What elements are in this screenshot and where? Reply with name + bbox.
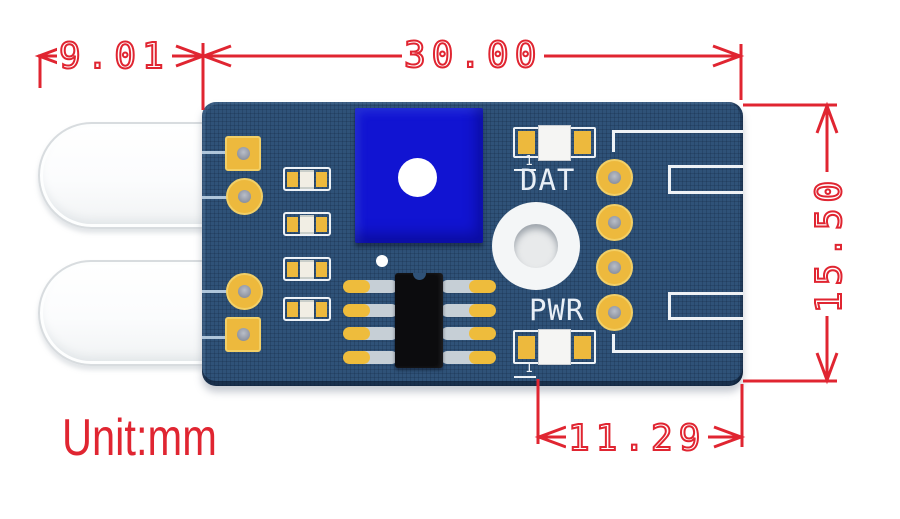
- resistor-pad: [316, 171, 327, 187]
- led-body: [538, 329, 571, 365]
- dim-probe-width-label: 9.01: [57, 36, 172, 77]
- silkscreen-bracket-bottom: [612, 334, 743, 353]
- trace-4: [202, 336, 229, 339]
- pad-hole: [608, 306, 621, 319]
- trace-1: [202, 151, 229, 154]
- ic-pin-pad: [343, 351, 370, 364]
- ic-pin-right-2: [441, 304, 496, 317]
- pad-hole: [608, 261, 621, 274]
- led-pad-right: [574, 335, 591, 359]
- ic-pin-left-2: [343, 304, 398, 317]
- header-pad-4: [596, 294, 633, 331]
- mounting-hole: [492, 202, 580, 290]
- ic-pin-pad: [469, 304, 496, 317]
- resistor-pad: [287, 301, 298, 317]
- ic-pin-left-3: [343, 327, 398, 340]
- smd-resistor-2: [283, 212, 331, 236]
- smd-resistor-3: [283, 257, 331, 281]
- probe-pad-round-2: [226, 273, 263, 310]
- ic-pin-pad: [343, 327, 370, 340]
- dim-pad-span-label: 11.29: [566, 418, 709, 459]
- ic-pin1-notch: [412, 273, 426, 280]
- ic-chip: [395, 273, 443, 368]
- led-body: [538, 124, 571, 161]
- ic-pin-pad: [343, 280, 370, 293]
- led-pad-right: [574, 131, 591, 154]
- dat-led: [513, 124, 596, 161]
- pcb-board: 1 DAT PWR 1: [202, 102, 743, 386]
- dat-label: DAT: [520, 163, 576, 197]
- trace-2: [202, 196, 229, 199]
- resistor-body: [300, 259, 314, 279]
- silkscreen-slot-2: [668, 292, 743, 320]
- resistor-pad: [316, 216, 327, 232]
- pad-hole: [238, 285, 251, 298]
- pad-hole: [236, 328, 250, 341]
- header-pad-3: [596, 249, 633, 286]
- potentiometer-adjust-hole: [398, 158, 437, 197]
- resistor-pad: [287, 216, 298, 232]
- resistor-body: [300, 214, 314, 234]
- pad-hole: [608, 216, 621, 229]
- resistor-body: [300, 169, 314, 189]
- dat-pin1-marker: 1: [514, 155, 536, 171]
- ic-pin-pad: [469, 280, 496, 293]
- resistor-pad: [316, 261, 327, 277]
- silkscreen-slot-1: [668, 165, 743, 194]
- mounting-hole-bore: [514, 224, 558, 268]
- ic-pin-pad: [469, 327, 496, 340]
- resistor-pad: [287, 171, 298, 187]
- smd-resistor-4: [283, 297, 331, 321]
- potentiometer: [355, 108, 483, 243]
- pwr-label: PWR: [529, 293, 585, 327]
- probe-pad-square-1: [225, 136, 261, 171]
- probe-pad-round-1: [226, 178, 263, 215]
- ic-pin-pad: [343, 304, 370, 317]
- silkscreen-bracket-top: [612, 130, 743, 152]
- silkscreen-dot: [376, 255, 388, 267]
- header-pad-1: [596, 159, 633, 196]
- resistor-body: [300, 299, 314, 319]
- ic-pin-right-1: [441, 280, 496, 293]
- ic-pin-right-3: [441, 327, 496, 340]
- ic-pin-pad: [469, 351, 496, 364]
- pad-hole: [238, 190, 251, 203]
- pad-hole: [236, 147, 250, 160]
- dim-board-width-label: 30.00: [402, 35, 545, 76]
- led-pad-left: [518, 131, 535, 154]
- probe-pad-square-2: [225, 317, 261, 352]
- unit-label: Unit:mm: [62, 409, 217, 467]
- dim-board-height-label: 15.50: [808, 172, 851, 316]
- ic-pin-right-4: [441, 351, 496, 364]
- resistor-pad: [316, 301, 327, 317]
- pad-hole: [608, 171, 621, 184]
- ic-pin-left-4: [343, 351, 398, 364]
- probe-prong-top: [38, 122, 212, 229]
- smd-resistor-1: [283, 167, 331, 191]
- pwr-led: [513, 329, 596, 365]
- header-pad-2: [596, 204, 633, 241]
- pwr-pin1-marker: 1: [514, 362, 536, 378]
- led-pad-left: [518, 335, 535, 359]
- ic-pin-left-1: [343, 280, 398, 293]
- trace-3: [202, 290, 229, 293]
- resistor-pad: [287, 261, 298, 277]
- probe-prong-bottom: [38, 260, 212, 366]
